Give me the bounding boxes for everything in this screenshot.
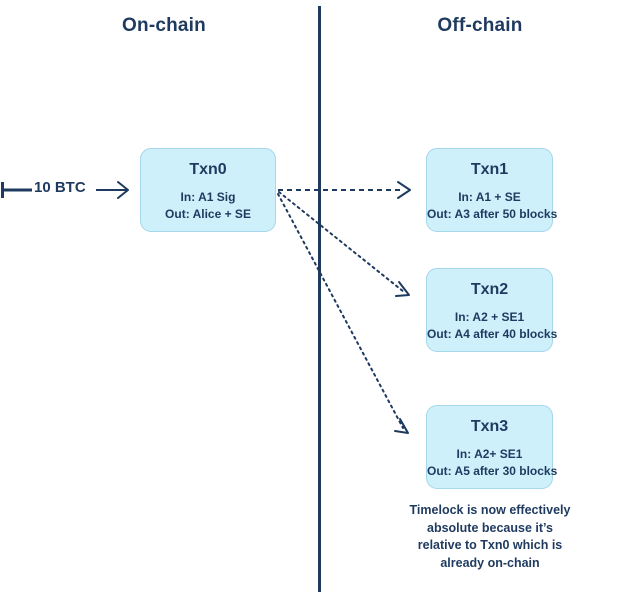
txn-box-txn0[interactable]: Txn0 In: A1 Sig Out: Alice + SE (140, 148, 276, 232)
txn-box-txn2[interactable]: Txn2 In: A2 + SE1 Out: A4 after 40 block… (426, 268, 558, 352)
txn-output-line: Out: A3 after 50 blocks (427, 207, 558, 221)
connector-txn0-txn3 (277, 193, 409, 434)
connector-txn0-txn1 (278, 181, 411, 199)
column-header-onchain: On-chain (122, 15, 206, 36)
caption-line-1: Timelock is now effectively (409, 503, 571, 517)
txn-box-txn3[interactable]: Txn3 In: A2+ SE1 Out: A5 after 30 blocks (426, 405, 558, 489)
caption-line-3: relative to Txn0 which is (417, 538, 563, 552)
timelock-caption: Timelock is now effectively absolute bec… (392, 502, 588, 572)
btc-amount-label: 10 BTC (34, 179, 86, 196)
txn-title: Txn0 (189, 161, 227, 178)
txn-title: Txn3 (470, 418, 509, 435)
txn-title: Txn1 (470, 161, 509, 178)
txn-box-txn1[interactable]: Txn1 In: A1 + SE Out: A3 after 50 blocks (426, 148, 558, 232)
txn-input-line: In: A2 + SE1 (454, 310, 525, 324)
txn-input-line: In: A1 + SE (458, 190, 521, 204)
txn-output-line: Out: A5 after 30 blocks (427, 464, 558, 478)
txn-output-line: Out: A4 after 40 blocks (427, 327, 558, 341)
connector-txn0-txn2 (278, 191, 410, 297)
txn-output-line: Out: Alice + SE (165, 207, 251, 221)
caption-line-4: already on-chain (440, 555, 540, 570)
txn-input-line: In: A1 Sig (180, 190, 236, 204)
txn-input-line: In: A2+ SE1 (456, 447, 523, 461)
caption-line-2: absolute because it’s (427, 520, 553, 535)
column-header-offchain: Off-chain (437, 15, 523, 36)
txn-title: Txn2 (470, 281, 509, 298)
